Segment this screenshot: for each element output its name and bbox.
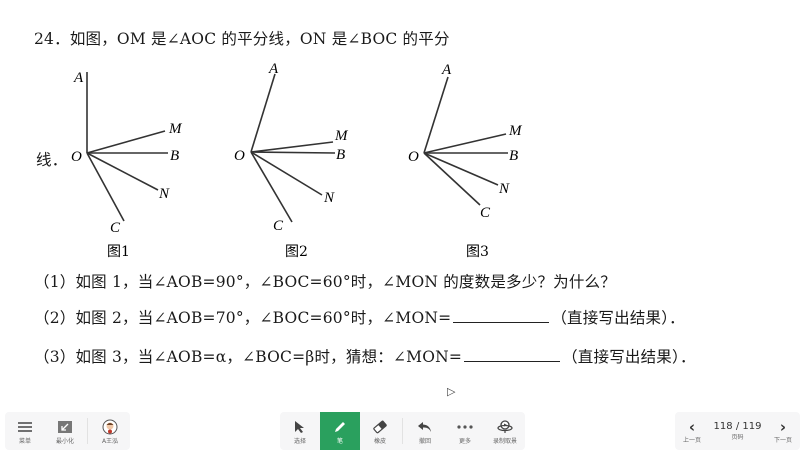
- question-3-text: （3）如图 3，当∠AOB=α，∠BOC=β时，猜想：∠MON=: [34, 348, 463, 366]
- label-b: B: [509, 148, 518, 164]
- minimize-label: 最小化: [55, 437, 74, 445]
- label-b: B: [336, 147, 345, 163]
- label-c: C: [110, 220, 121, 236]
- avatar-icon: [102, 418, 118, 436]
- answer-blank: [453, 308, 550, 323]
- eraser-tool-button[interactable]: 橡皮: [360, 412, 400, 450]
- figure-3: A O M B N C 图3: [400, 60, 550, 264]
- question-2-text: （2）如图 2，当∠AOB=70°，∠BOC=60°时，∠MON=: [34, 309, 452, 327]
- label-o: O: [234, 148, 245, 164]
- label-b: B: [170, 148, 179, 164]
- label-o: O: [71, 149, 82, 165]
- toolbar-center: 选择 笔 橡皮 撤回 更多 录制取景: [280, 412, 525, 450]
- pen-tool-button[interactable]: 笔: [320, 412, 360, 450]
- record-button[interactable]: 录制取景: [485, 412, 525, 450]
- undo-label: 撤回: [418, 437, 431, 445]
- next-page-button[interactable]: › 下一页: [774, 419, 792, 444]
- select-label: 选择: [293, 437, 306, 445]
- undo-button[interactable]: 撤回: [405, 412, 445, 450]
- more-button[interactable]: 更多: [445, 412, 485, 450]
- label-a: A: [73, 70, 84, 86]
- record-icon: [497, 418, 513, 436]
- label-n: N: [158, 186, 170, 202]
- label-c: C: [480, 205, 491, 221]
- label-n: N: [498, 181, 510, 197]
- title-continuation: 线．: [36, 151, 68, 169]
- previous-page-button[interactable]: ‹ 上一页: [683, 419, 701, 444]
- record-label: 录制取景: [492, 437, 517, 445]
- label-m: M: [508, 123, 523, 139]
- label-a: A: [441, 62, 452, 78]
- menu-icon: [18, 418, 32, 436]
- mouse-cursor-icon: ▷: [447, 385, 456, 398]
- question-3-suffix: （直接写出结果）．: [562, 348, 696, 366]
- page-navigator: ‹ 上一页 118 / 119 页码 › 下一页: [675, 412, 800, 450]
- divider: [87, 418, 88, 444]
- pen-icon: [333, 418, 347, 436]
- label-m: M: [168, 121, 183, 137]
- answer-blank: [464, 347, 561, 362]
- question-3: （3）如图 3，当∠AOB=α，∠BOC=β时，猜想：∠MON= （直接写出结果）…: [34, 345, 696, 367]
- label-o: O: [408, 149, 419, 165]
- menu-button[interactable]: 菜单: [5, 412, 45, 450]
- cursor-icon: [294, 418, 306, 436]
- question-2-suffix: （直接写出结果）．: [551, 309, 685, 327]
- question-title: 24．如图，OM 是∠AOC 的平分线，ON 是∠BOC 的平分: [34, 30, 450, 48]
- menu-label: 菜单: [18, 437, 31, 445]
- minimize-icon: [58, 418, 72, 436]
- label-m: M: [334, 128, 349, 144]
- previous-page-label: 上一页: [683, 436, 702, 444]
- question-2: （2）如图 2，当∠AOB=70°，∠BOC=60°时，∠MON= （直接写出结果…: [34, 306, 685, 328]
- label-a: A: [268, 61, 279, 77]
- figure-1: A O M B N C 图1: [60, 60, 210, 264]
- label-n: N: [323, 190, 335, 206]
- question-1: （1）如图 1，当∠AOB=90°，∠BOC=60°时，∠MON 的度数是多少？…: [34, 273, 616, 291]
- figure-caption: 图1: [107, 244, 130, 260]
- pen-label: 笔: [336, 437, 343, 445]
- figure-2: A O M B N C 图2: [230, 60, 380, 264]
- chevron-left-icon: ‹: [688, 417, 696, 436]
- slide-page: 24．如图，OM 是∠AOC 的平分线，ON 是∠BOC 的平分 线． A O …: [34, 30, 696, 398]
- figure-caption: 图2: [285, 244, 308, 260]
- page-number-button[interactable]: 118 / 119 页码: [714, 421, 762, 441]
- figure-caption: 图3: [466, 244, 489, 260]
- user-profile-button[interactable]: A王泓: [90, 412, 130, 450]
- page-label: 页码: [731, 434, 744, 441]
- page-counter: 118 / 119: [713, 421, 762, 432]
- next-page-label: 下一页: [773, 436, 792, 444]
- eraser-label: 橡皮: [373, 437, 386, 445]
- more-label: 更多: [458, 437, 471, 445]
- select-tool-button[interactable]: 选择: [280, 412, 320, 450]
- eraser-icon: [373, 418, 387, 436]
- more-icon: [457, 418, 473, 436]
- toolbar-left: 菜单 最小化 A王泓: [5, 412, 130, 450]
- minimize-button[interactable]: 最小化: [45, 412, 85, 450]
- divider: [402, 418, 403, 444]
- label-c: C: [273, 218, 284, 234]
- user-name-label: A王泓: [101, 437, 119, 445]
- undo-icon: [418, 418, 432, 436]
- chevron-right-icon: ›: [779, 417, 787, 436]
